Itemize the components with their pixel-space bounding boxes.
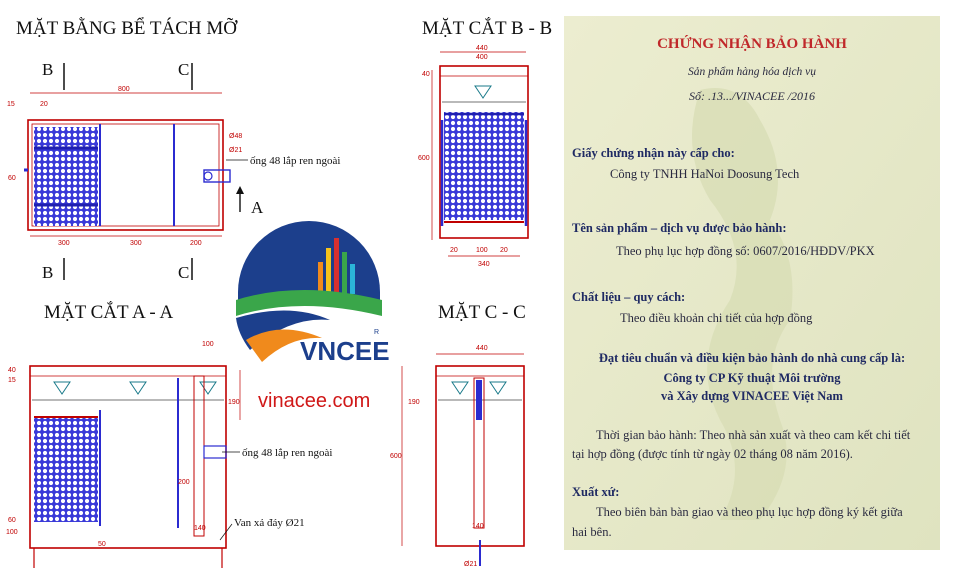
edge-60: 60 — [8, 175, 16, 182]
cert-provider-line2: và Xây dựng VINACEE Việt Nam — [661, 389, 844, 403]
aa-dim-60left: 60 — [8, 517, 16, 524]
aa-dim-190: 190 — [228, 399, 240, 406]
bb-tank-outline — [439, 65, 529, 239]
logo-brand: VNCEE — [300, 336, 390, 366]
logo-registered: R — [374, 329, 379, 336]
cert-origin-line2: hai bên. — [572, 525, 612, 539]
dim-200: 200 — [190, 240, 202, 247]
cc-water-icon-2 — [489, 381, 507, 395]
plan-filter-mesh — [34, 127, 98, 226]
cert-issued-to: Công ty TNHH HaNoi Doosung Tech — [610, 167, 800, 181]
cc-water-icon-1 — [451, 381, 469, 395]
bb-water-level-icon — [474, 85, 492, 99]
cert-warranty-line2: tại hợp đồng (được tính từ ngày 02 tháng… — [572, 447, 853, 461]
logo-website: vinacee.com — [258, 390, 370, 412]
dim-d48: Ø48 — [229, 133, 242, 140]
bb-dim-600: 600 — [418, 155, 430, 162]
cc-dim-140: 140 — [472, 523, 484, 530]
cert-product-label: Tên sản phẩm – dịch vụ được bảo hành: — [572, 221, 787, 235]
plan-tank-outline — [27, 119, 224, 231]
cc-riser-fill — [476, 380, 482, 420]
cert-origin-line1: Theo biên bản bàn giao và theo phụ lục h… — [596, 505, 903, 519]
plan-view: MẶT BẰNG BỂ TÁCH MỠ B C 800 20 15 60 Ø48… — [7, 17, 340, 282]
aa-dim-200: 200 — [178, 479, 190, 486]
plan-outlet-hole — [203, 171, 213, 181]
cert-provider-line1: Công ty CP Kỹ thuật Môi trường — [664, 371, 842, 385]
logo-wave-green — [236, 290, 382, 316]
aa-dim-40: 40 — [8, 367, 16, 374]
bb-dim-20b: 20 — [500, 247, 508, 254]
section-cc-title: MẶT C - C — [438, 302, 526, 323]
cc-dim-600: 600 — [390, 453, 402, 460]
plan-title: MẶT BẰNG BỂ TÁCH MỠ — [16, 17, 238, 39]
cert-product: Theo phụ lục hợp đồng số: 0607/2016/HĐDV… — [616, 244, 875, 258]
logo-wave-orange — [246, 329, 322, 362]
bb-dim-20: 20 — [450, 247, 458, 254]
dim-800: 800 — [118, 86, 130, 93]
cert-issued-to-label: Giấy chứng nhận này cấp cho: — [572, 146, 735, 160]
section-a-label: A — [251, 198, 264, 217]
certificate-watermark-map — [692, 88, 793, 520]
plan-tank-inner — [31, 123, 220, 227]
section-cc: MẶT C - C 440 190 600 140 Ø21 — [390, 302, 526, 568]
section-c-label-bottom: C — [178, 263, 189, 282]
bb-filter-mesh — [444, 112, 524, 220]
logo-bar-4 — [342, 252, 347, 294]
edge-15: 15 — [7, 101, 15, 108]
cert-origin-label: Xuất xứ: — [572, 485, 619, 499]
bb-dim-440: 440 — [476, 45, 488, 52]
logo-bar-2 — [326, 248, 331, 294]
section-aa-title: MẶT CẮT A - A — [44, 301, 173, 323]
cert-standard-label: Đạt tiêu chuẩn và điều kiện bảo hành do … — [599, 351, 905, 365]
aa-water-icon-1 — [53, 381, 71, 395]
cert-subtitle: Sản phẩm hàng hóa dịch vụ — [688, 65, 816, 78]
aa-filter-mesh — [34, 416, 98, 522]
warranty-certificate: CHỨNG NHẬN BẢO HÀNH Sản phẩm hàng hóa dị… — [564, 16, 940, 550]
aa-dim-15: 15 — [8, 377, 16, 384]
cert-material-label: Chất liệu – quy cách: — [572, 290, 685, 304]
cert-material: Theo điều khoản chi tiết của hợp đồng — [620, 311, 813, 325]
cc-outlet-riser — [473, 377, 485, 529]
aa-dim-100left: 100 — [6, 529, 18, 536]
cert-number: Số: .13.../VINACEE /2016 — [689, 89, 815, 103]
cc-dim-d21: Ø21 — [464, 561, 477, 568]
logo-dome — [238, 221, 380, 300]
section-c-label-top: C — [178, 60, 189, 79]
dim-20: 20 — [40, 101, 48, 108]
cert-warranty-line1: Thời gian bảo hành: Theo nhà sản xuất và… — [596, 428, 911, 442]
aa-dim-50: 50 — [98, 541, 106, 548]
section-bb-title: MẶT CẮT B - B — [422, 17, 552, 39]
aa-valve-note: Van xả đáy Ø21 — [234, 517, 305, 529]
dim-300b: 300 — [130, 240, 142, 247]
dim-300a: 300 — [58, 240, 70, 247]
vncee-logo: VNCEE R vinacee.com — [236, 221, 390, 412]
section-b-label-top: B — [42, 60, 53, 79]
section-b-label-bottom: B — [42, 263, 53, 282]
plan-pipe-note: ống 48 lắp ren ngoài — [250, 155, 340, 167]
bb-dim-400: 400 — [476, 54, 488, 61]
logo-bar-1 — [318, 262, 323, 294]
cc-dim-190: 190 — [408, 399, 420, 406]
aa-pipe-note: ống 48 lắp ren ngoài — [242, 447, 332, 459]
aa-valve-leader — [219, 523, 233, 541]
aa-dim-140: 140 — [194, 525, 206, 532]
bb-dim-100: 100 — [476, 247, 488, 254]
logo-bar-3 — [334, 238, 339, 294]
dim-d21: Ø21 — [229, 147, 242, 154]
logo-bar-5 — [350, 264, 355, 294]
aa-water-icon-2 — [129, 381, 147, 395]
cert-title: CHỨNG NHẬN BẢO HÀNH — [657, 35, 847, 52]
section-a-arrow — [236, 186, 244, 194]
bb-dim-40: 40 — [422, 71, 430, 78]
aa-dim-100top: 100 — [202, 341, 214, 348]
section-aa: MẶT CẮT A - A 100 190 200 140 ống 48 lắp… — [6, 301, 332, 568]
aa-water-icon-3 — [199, 381, 217, 395]
cc-dim-440: 440 — [476, 345, 488, 352]
bb-dim-340: 340 — [478, 261, 490, 268]
section-bb: MẶT CẮT B - B 440 400 40 600 20 100 20 3… — [418, 17, 552, 268]
